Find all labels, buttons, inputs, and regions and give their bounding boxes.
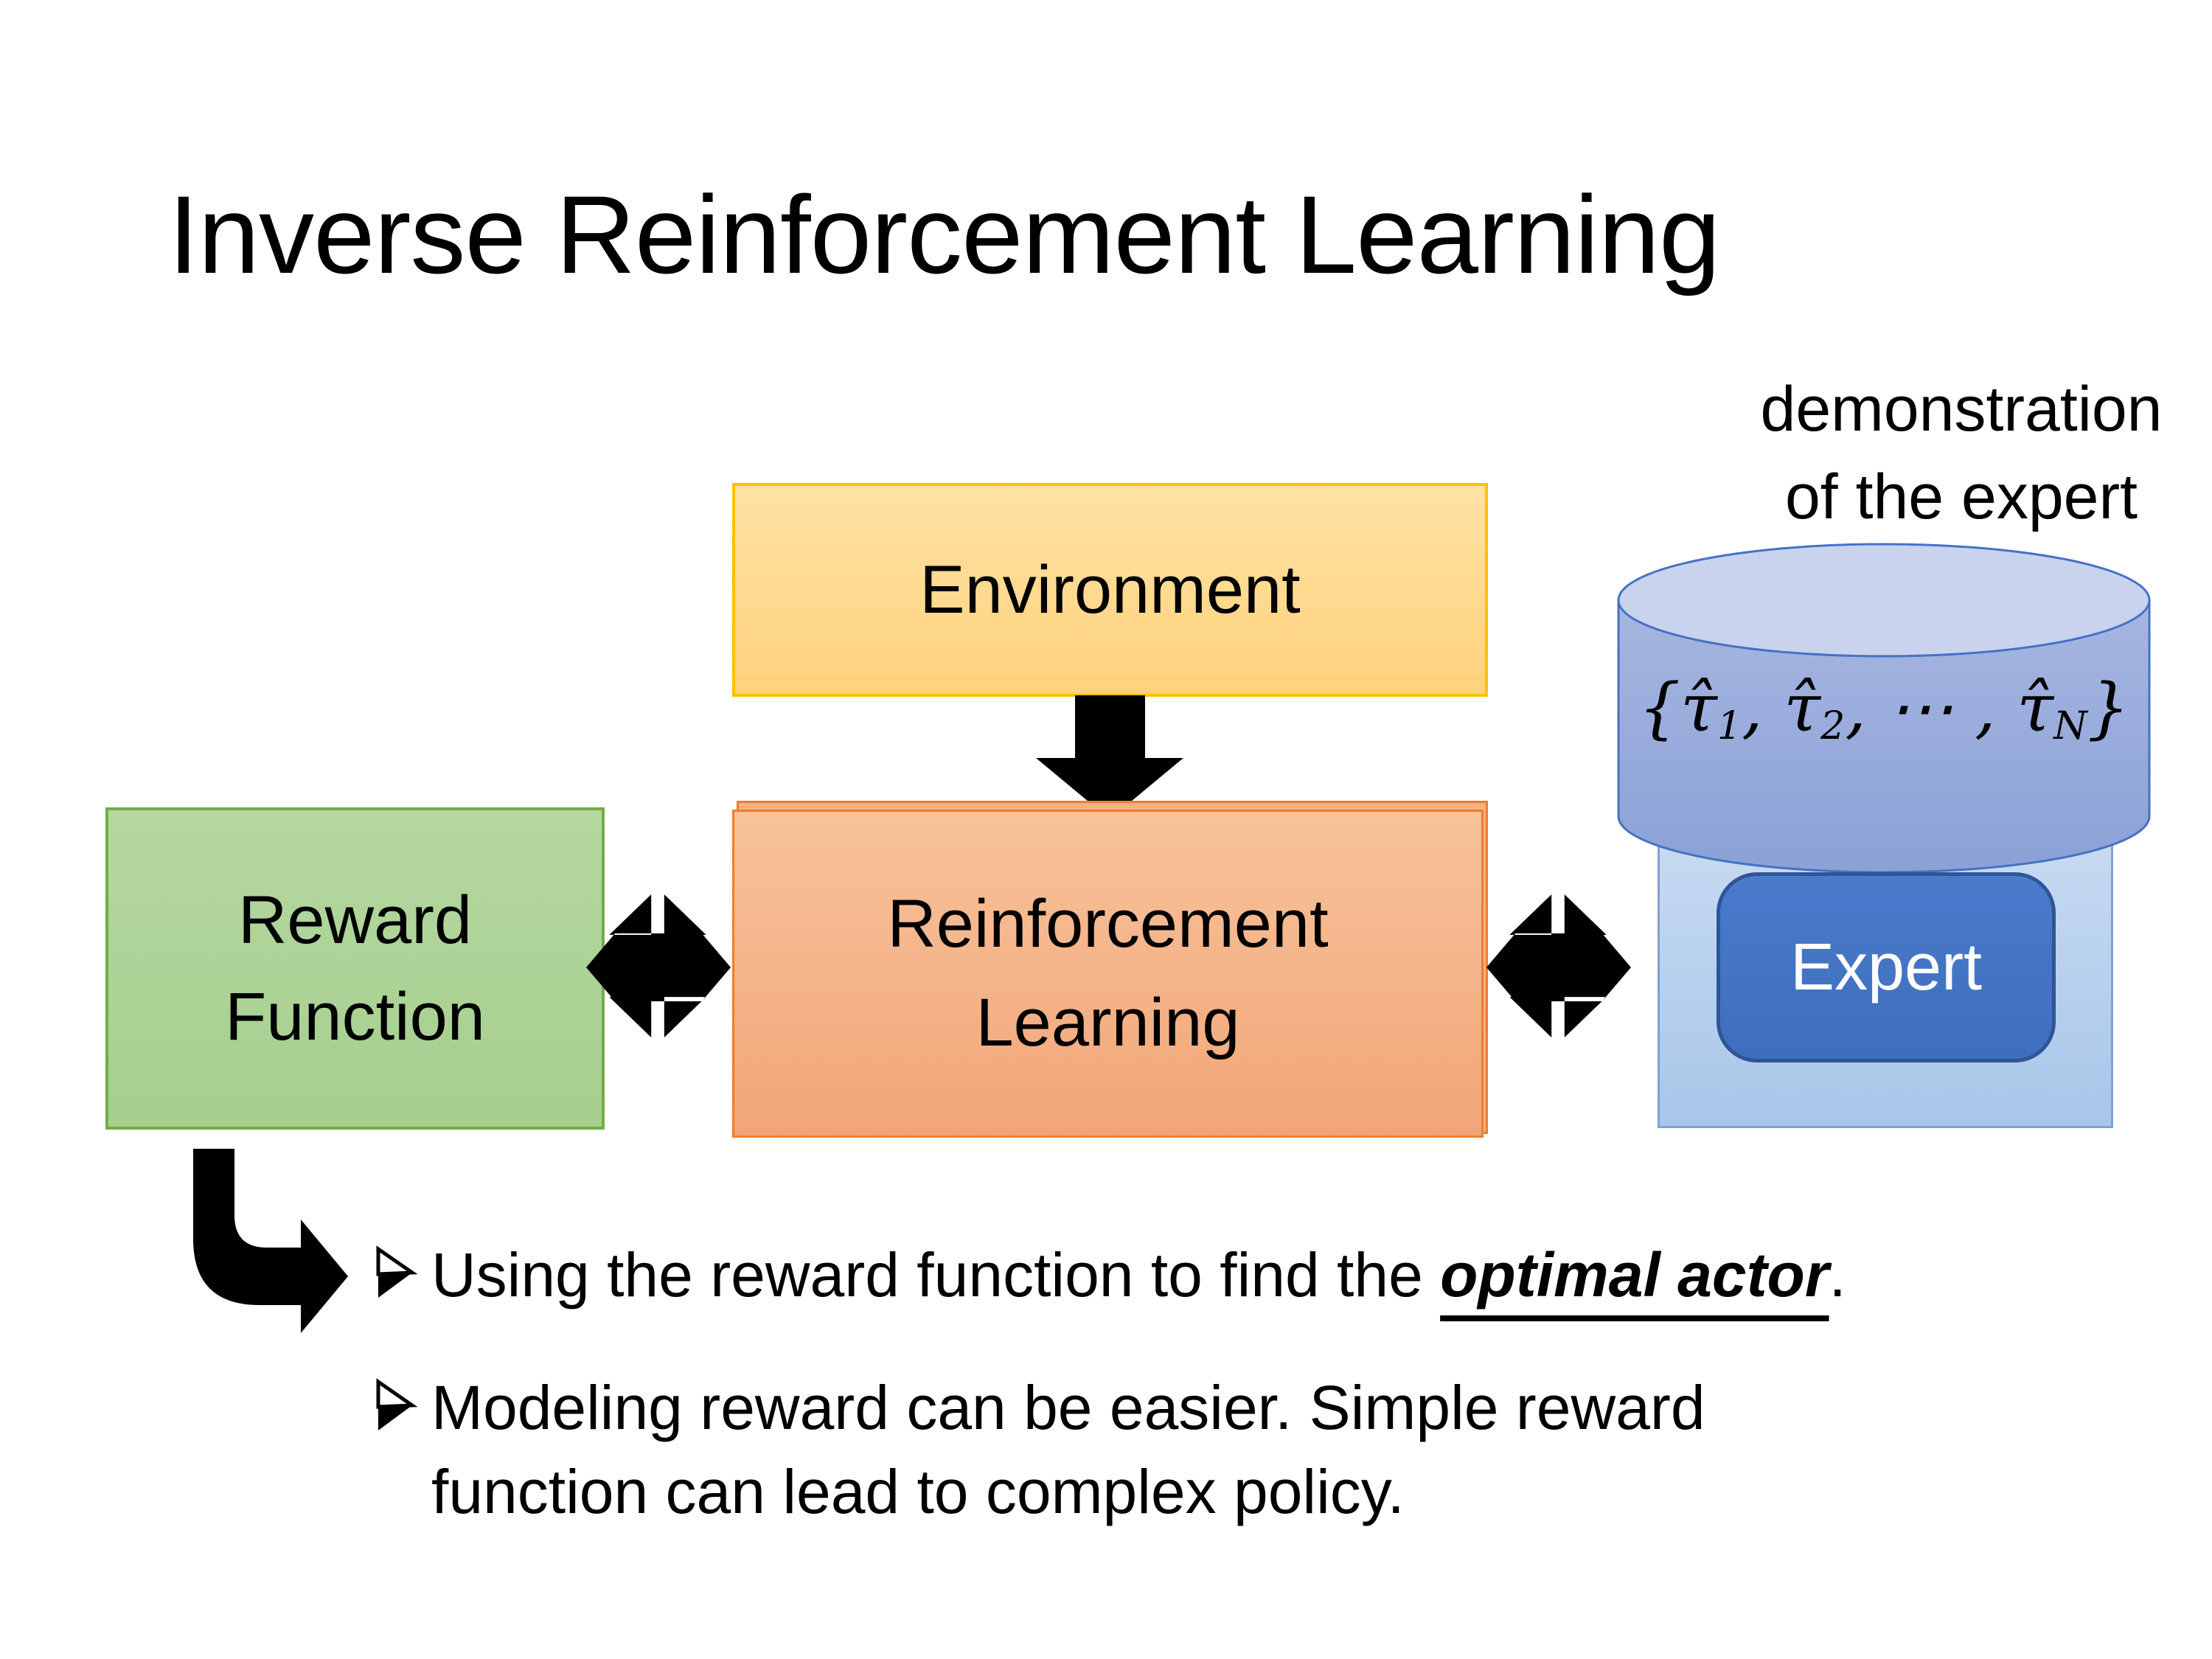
environment-box: Environment [732, 483, 1488, 697]
expert-label: Expert [1790, 930, 1983, 1004]
double-arrow-right-icon [1486, 894, 1631, 1038]
bullet-text-2: Modeling reward can be easier. Simple re… [431, 1366, 1705, 1534]
reinforcement-learning-label-line-2: Learning [975, 984, 1240, 1060]
math-sub: 2 [1820, 703, 1846, 748]
reward-function-box: Reward Function [105, 807, 605, 1130]
math-part: , ⋯ , τ̂ [1845, 669, 2054, 747]
math-part: } [2087, 669, 2130, 747]
reinforcement-learning-box: Reinforcement Learning [732, 810, 1484, 1138]
math-sub: 1 [1717, 703, 1742, 748]
double-arrow-left-icon [586, 894, 731, 1038]
annotation-line-2: of the expert [1784, 461, 2138, 532]
page-title: Inverse Reinforcement Learning [168, 173, 1720, 296]
expert-box: Expert [1717, 872, 2056, 1062]
math-part: , τ̂ [1742, 669, 1821, 747]
bullet-item-1: Using the reward function to find the op… [372, 1233, 2098, 1317]
bullet-item-2: Modeling reward can be easier. Simple re… [372, 1366, 2098, 1534]
reinforcement-learning-label-line-1: Reinforcement [887, 886, 1329, 962]
bullet-2-line-1: Modeling reward can be easier. Simple re… [431, 1373, 1705, 1443]
annotation-line-1: demonstration [1760, 374, 2163, 445]
bent-arrow-icon [193, 1149, 348, 1333]
bullet-1-emphasis: optimal actor [1440, 1240, 1829, 1310]
demonstration-annotation: demonstration of the expert [1659, 366, 2212, 540]
reward-function-label-line-2: Function [225, 978, 485, 1054]
reward-function-label-line-1: Reward [237, 882, 472, 958]
bullet-2-line-2: function can lead to complex policy. [431, 1457, 1405, 1527]
bullet-arrow-icon [376, 1378, 418, 1431]
math-part: {τ̂ [1638, 669, 1717, 747]
bullet-1-post: . [1829, 1240, 1846, 1310]
trajectory-set-label: {τ̂1, τ̂2, ⋯ , τ̂N} [1616, 669, 2152, 748]
math-sub: N [2053, 703, 2087, 748]
down-arrow-icon [1036, 695, 1183, 819]
environment-label: Environment [919, 552, 1301, 627]
database-cylinder-icon [1617, 543, 2151, 874]
bullet-list: Using the reward function to find the op… [372, 1233, 2098, 1534]
bullet-1-pre: Using the reward function to find the [431, 1240, 1441, 1310]
bullet-arrow-icon [376, 1245, 418, 1298]
bullet-text-1: Using the reward function to find the op… [431, 1233, 1846, 1317]
